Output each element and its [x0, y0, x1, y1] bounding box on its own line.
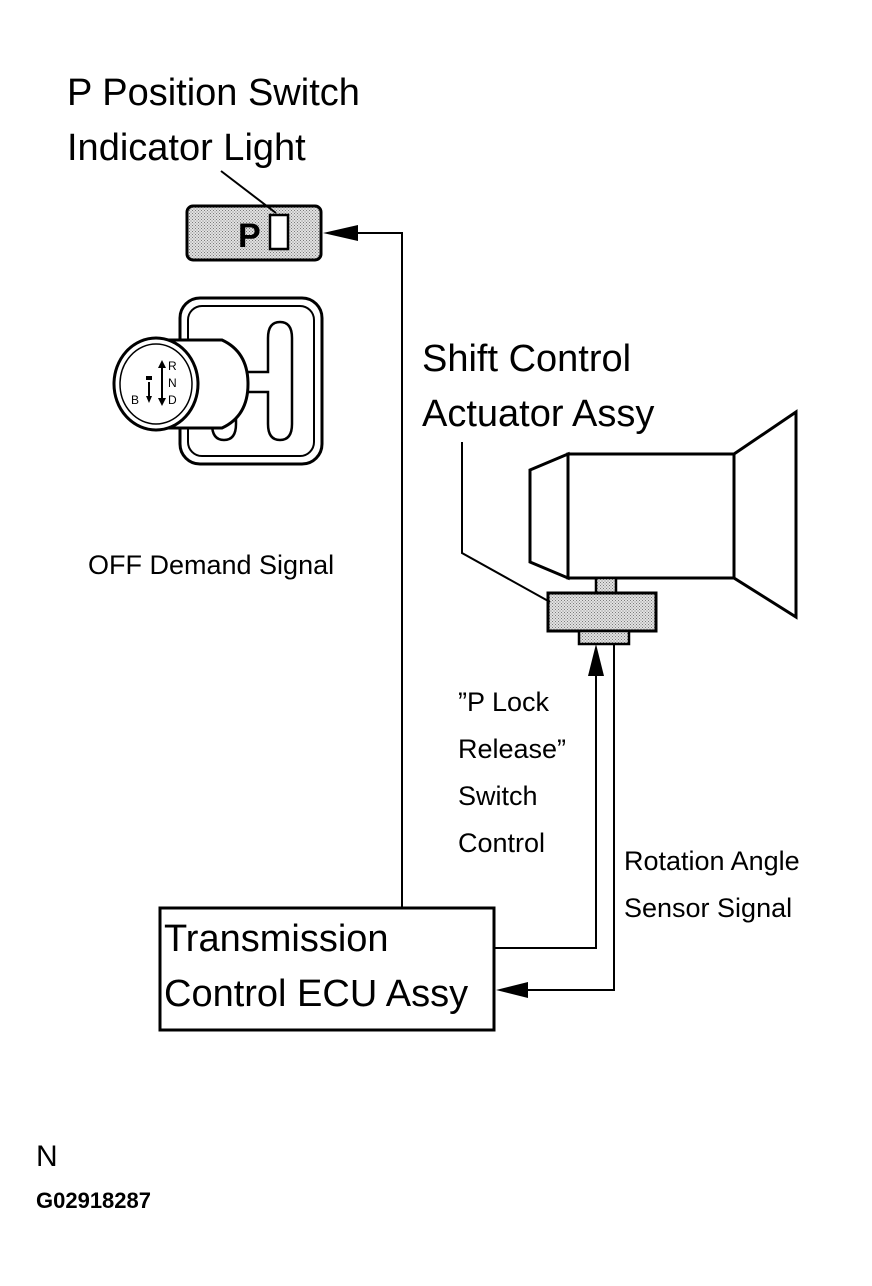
rotation-label-line2: Sensor Signal: [624, 893, 793, 923]
ecu-title-line1: Transmission: [164, 918, 389, 960]
plock-label-line3: Switch: [458, 781, 538, 811]
actuator-title-line2: Actuator Assy: [422, 393, 655, 435]
shifter-letter-d: D: [168, 393, 177, 407]
actuator-assembly: [528, 409, 798, 646]
rotation-label-line1: Rotation Angle: [624, 846, 800, 876]
indicator-title-line1: P Position Switch: [67, 72, 360, 114]
actuator-leader-line: [461, 442, 551, 603]
plock-label-line4: Control: [458, 828, 546, 858]
ecu-title-line2: Control ECU Assy: [164, 973, 469, 1015]
plock-label-line2: Release”: [458, 734, 567, 764]
off-demand-label: OFF Demand Signal: [88, 550, 335, 580]
rotation-wire: [528, 644, 615, 991]
plock-label-line1: ”P Lock: [458, 687, 550, 717]
plock-wire: [494, 674, 597, 949]
shifter-letter-r: R: [168, 359, 177, 373]
actuator-title-line1: Shift Control: [422, 338, 632, 380]
plock-arrow: [588, 644, 604, 676]
ecu-box: [158, 906, 496, 1032]
shifter-letter-b: B: [131, 393, 139, 407]
indicator-title-line2: Indicator Light: [67, 127, 306, 169]
off-demand-arrow: [323, 225, 358, 241]
indicator-lamp: [268, 213, 290, 251]
figure-id: G02918287: [36, 1188, 151, 1213]
off-demand-wire: [358, 232, 403, 908]
indicator-light: P: [185, 204, 323, 262]
shift-lever-icon: R N D B: [112, 296, 324, 466]
shifter-letter-n: N: [168, 376, 177, 390]
actuator-connector: [546, 591, 658, 633]
north-marker: N: [36, 1140, 58, 1173]
indicator-leader-line: [220, 170, 277, 214]
indicator-letter: P: [238, 217, 261, 255]
rotation-arrow: [496, 982, 528, 998]
